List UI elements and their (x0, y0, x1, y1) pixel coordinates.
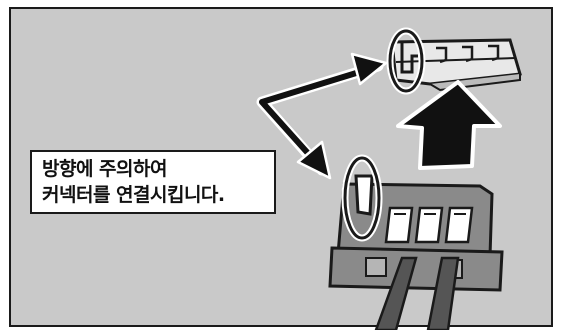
socket-pin (436, 46, 448, 64)
insert-arrow-icon (396, 80, 502, 170)
caption-box: 방향에 주의하여 커넥터를 연결시킵니다. (30, 150, 276, 214)
plug-cavity (444, 206, 474, 244)
socket-pin (462, 45, 474, 63)
connector-plug (328, 174, 504, 292)
cable (374, 256, 418, 330)
orientation-mark-icon (388, 29, 424, 93)
plug-cavity (384, 206, 414, 244)
socket-pin (488, 44, 500, 62)
orientation-mark-icon (343, 156, 381, 240)
caption-line-1: 방향에 주의하여 (42, 158, 167, 180)
plug-cavity (414, 206, 444, 244)
guide-arrows-icon (256, 52, 388, 180)
caption-line-2: 커넥터를 연결시킵니다. (42, 184, 225, 206)
cable (426, 256, 460, 330)
plug-key-tab (354, 174, 374, 216)
socket-key-notch (400, 42, 418, 74)
